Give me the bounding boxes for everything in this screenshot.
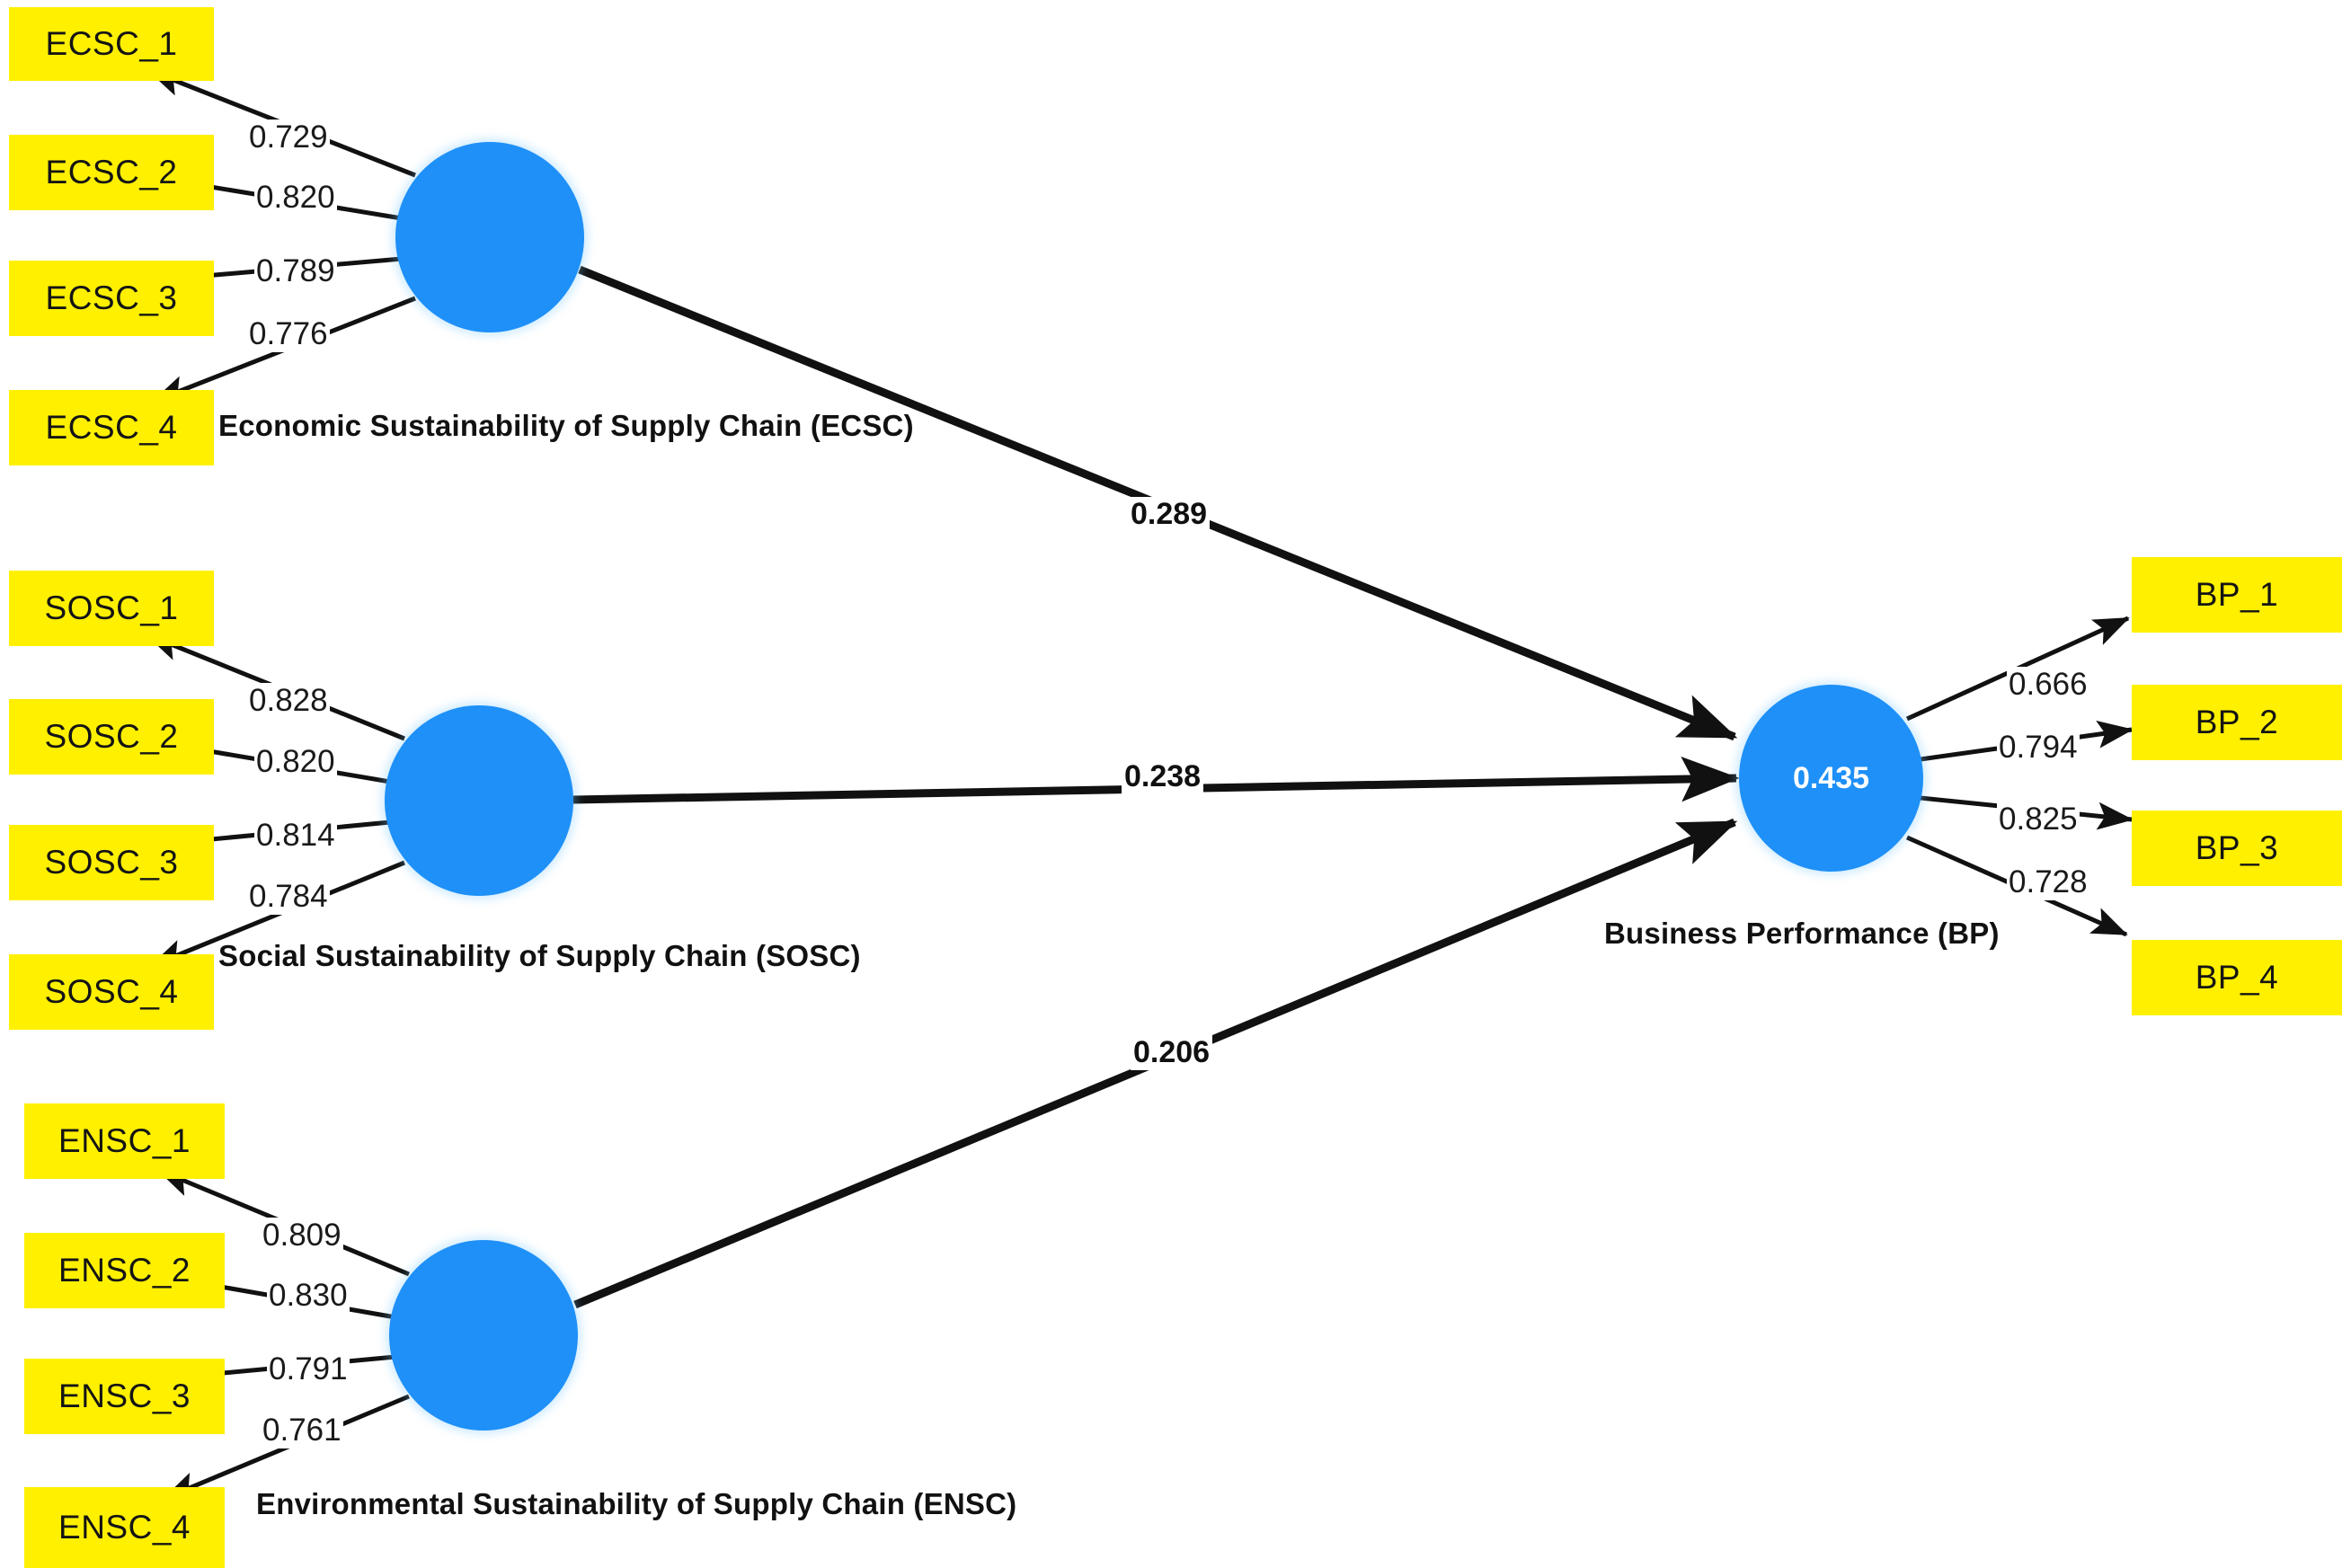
construct-label-bp: Business Performance (BP) [1604,917,2000,950]
path-coefficient-ensc-bp: 0.206 [1131,1035,1213,1070]
indicator-label: ECSC_3 [45,279,178,316]
indicator-label: ECSC_2 [45,154,178,190]
indicator-box-bp-4[interactable]: BP_4 [2132,940,2342,1015]
indicator-box-ensc-4[interactable]: ENSC_4 [24,1487,225,1568]
indicator-label: BP_2 [2195,704,2279,740]
indicator-label: ENSC_4 [58,1509,191,1546]
loading-label-sosc-4: 0.784 [247,879,330,915]
loading-label-ensc-2: 0.830 [267,1278,350,1314]
loading-label-ecsc-2: 0.820 [254,180,337,216]
indicator-box-ecsc-1[interactable]: ECSC_1 [9,7,214,81]
loading-label-bp-2: 0.794 [1997,730,2080,766]
indicator-label: ECSC_4 [45,409,178,446]
construct-circle-bp[interactable]: 0.435 [1739,685,1923,872]
construct-circle-ensc[interactable] [389,1240,578,1431]
indicator-label: ENSC_2 [58,1252,191,1289]
indicator-box-sosc-2[interactable]: SOSC_2 [9,699,214,775]
indicator-label: SOSC_4 [44,973,179,1010]
loading-label-ensc-4: 0.761 [261,1413,343,1448]
indicator-label: SOSC_1 [44,589,179,626]
indicator-label: BP_1 [2195,576,2279,613]
indicator-label: ENSC_3 [58,1378,191,1414]
construct-label-ensc: Environmental Sustainability of Supply C… [256,1487,1017,1520]
loading-label-bp-4: 0.728 [2007,864,2089,900]
loading-label-ecsc-4: 0.776 [247,316,330,352]
indicator-box-ecsc-2[interactable]: ECSC_2 [9,135,214,210]
indicator-box-bp-1[interactable]: BP_1 [2132,557,2342,633]
indicator-label: BP_4 [2195,959,2279,996]
indicator-box-sosc-1[interactable]: SOSC_1 [9,571,214,646]
construct-r2-value: 0.435 [1792,760,1870,795]
loading-label-ecsc-1: 0.729 [247,120,330,155]
path-coefficient-ecsc-bp: 0.289 [1128,497,1211,532]
indicator-box-ecsc-3[interactable]: ECSC_3 [9,261,214,336]
loading-label-sosc-2: 0.820 [254,744,337,780]
indicator-label: SOSC_3 [44,844,179,881]
construct-circle-sosc[interactable] [385,705,573,896]
loading-label-bp-3: 0.825 [1997,802,2080,837]
construct-label-sosc: Social Sustainability of Supply Chain (S… [218,939,861,972]
indicator-box-ensc-2[interactable]: ENSC_2 [24,1233,225,1308]
loading-label-sosc-1: 0.828 [247,683,330,719]
indicator-label: ENSC_1 [58,1122,191,1159]
indicator-box-bp-2[interactable]: BP_2 [2132,685,2342,760]
loading-label-bp-1: 0.666 [2007,667,2089,703]
indicator-label: SOSC_2 [44,718,179,755]
indicator-box-bp-3[interactable]: BP_3 [2132,811,2342,886]
indicator-box-ensc-1[interactable]: ENSC_1 [24,1103,225,1179]
indicator-box-sosc-3[interactable]: SOSC_3 [9,825,214,900]
indicator-box-ecsc-4[interactable]: ECSC_4 [9,390,214,465]
loading-label-ensc-3: 0.791 [267,1351,350,1387]
loading-label-sosc-3: 0.814 [254,818,337,854]
path-coefficient-sosc-bp: 0.238 [1122,759,1204,794]
construct-label-ecsc: Economic Sustainability of Supply Chain … [218,409,914,442]
indicator-box-sosc-4[interactable]: SOSC_4 [9,954,214,1030]
loading-label-ensc-1: 0.809 [261,1218,343,1254]
indicator-box-ensc-3[interactable]: ENSC_3 [24,1359,225,1434]
indicator-label: ECSC_1 [45,25,178,62]
indicator-label: BP_3 [2195,829,2279,866]
loading-label-ecsc-3: 0.789 [254,253,337,289]
construct-circle-ecsc[interactable] [395,142,584,332]
